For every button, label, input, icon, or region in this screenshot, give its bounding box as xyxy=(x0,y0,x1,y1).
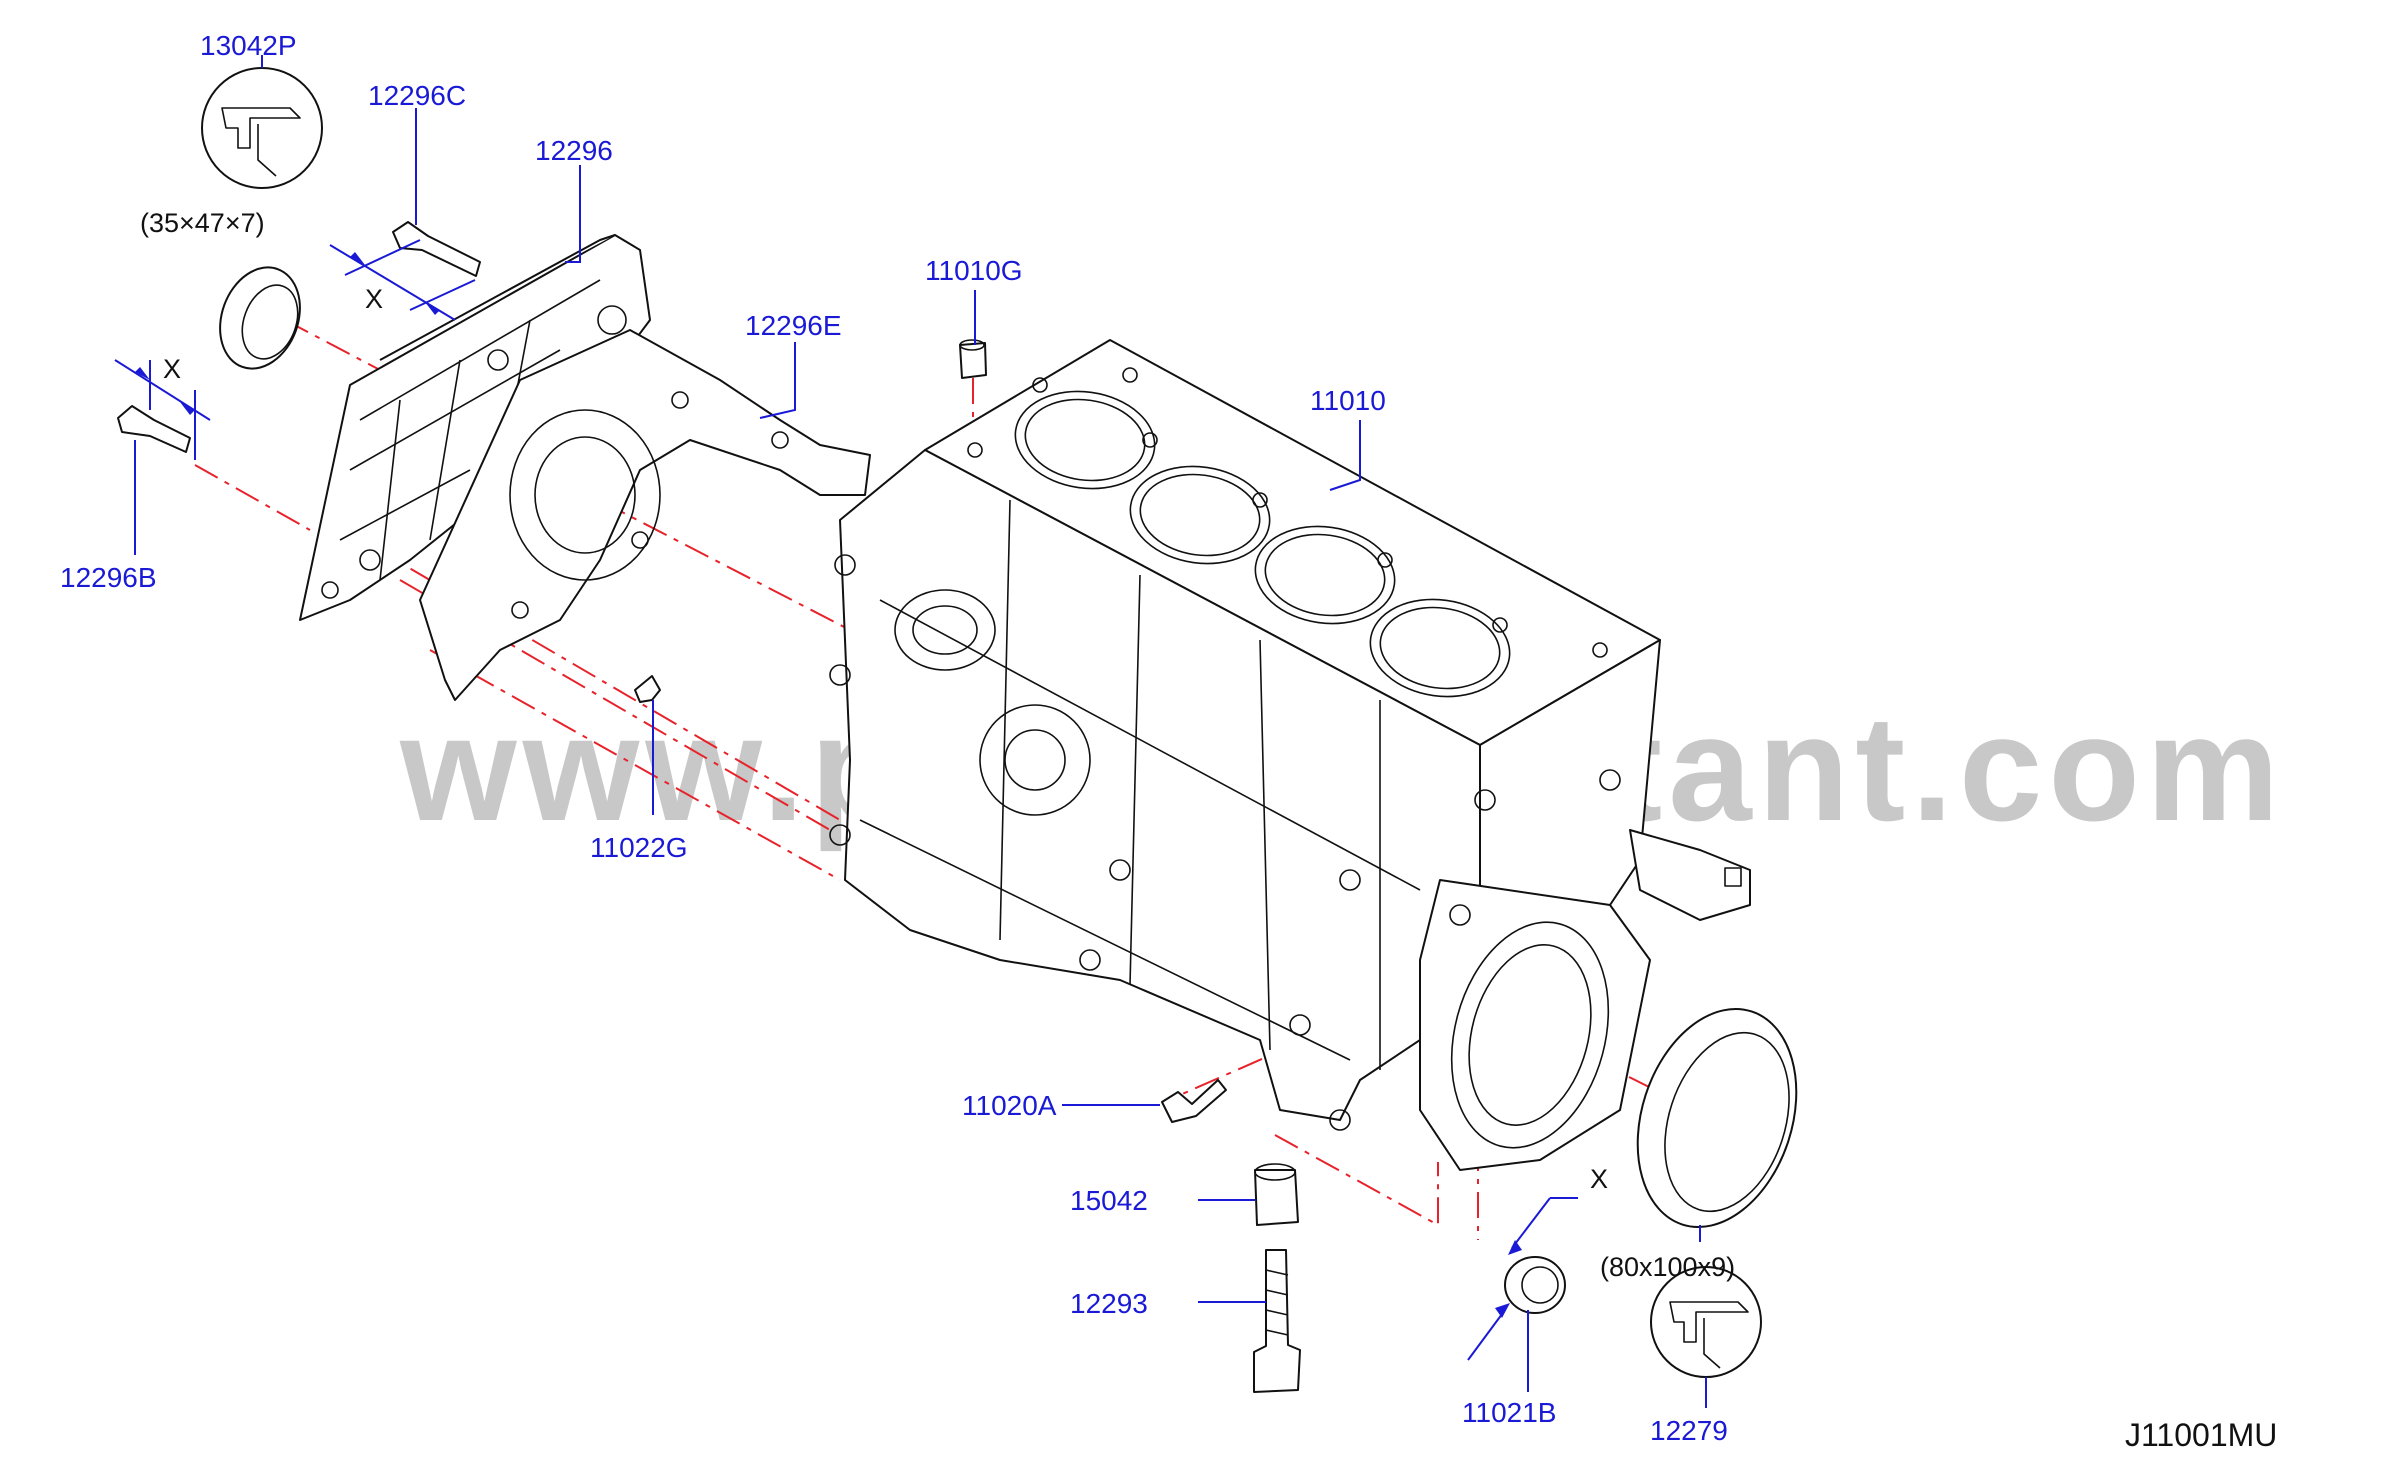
label-11020A: 11020A xyxy=(962,1090,1057,1121)
label-12279: 12279 xyxy=(1650,1415,1728,1446)
label-12296B: 12296B xyxy=(60,562,157,593)
label-11022G: 11022G xyxy=(590,832,688,863)
label-11010G: 11010G xyxy=(925,255,1023,286)
label-11010: 11010 xyxy=(1310,385,1386,416)
seal-11021B-drawing xyxy=(1504,1256,1566,1314)
leader-lines xyxy=(134,55,1707,1408)
label-12296E: 12296E xyxy=(745,310,842,341)
dowel-11022G-drawing xyxy=(634,675,661,703)
label-12296C: 12296C xyxy=(368,80,466,111)
label-x-lower: X xyxy=(1590,1164,1608,1194)
label-13042P: 13042P xyxy=(200,30,297,61)
label-12293: 12293 xyxy=(1070,1288,1148,1319)
label-x-upper-left: X xyxy=(163,354,181,384)
label-11021B: 11021B xyxy=(1462,1397,1556,1428)
cylinder-block-drawing xyxy=(829,339,1751,1171)
bolt-12296C-drawing xyxy=(392,221,481,277)
label-15042: 15042 xyxy=(1070,1185,1148,1216)
dowel-11010G-drawing xyxy=(959,339,987,379)
label-rear-seal-size: (80x100x9) xyxy=(1600,1252,1735,1282)
oil-seal-rear-drawing xyxy=(1636,1007,1798,1229)
seal-detail-13042P xyxy=(201,67,323,189)
bolt-12293-drawing xyxy=(1253,1249,1301,1393)
label-front-seal-size: (35×47×7) xyxy=(140,208,265,238)
diagram-code: J11001MU xyxy=(2125,1417,2277,1453)
seal-detail-12279 xyxy=(1650,1266,1762,1378)
gasket-drawing xyxy=(419,329,871,701)
oil-seal-front-drawing xyxy=(219,266,301,370)
label-12296: 12296 xyxy=(535,135,613,166)
x-markers xyxy=(114,239,1578,1361)
bolt-12296B-drawing xyxy=(117,405,191,453)
plug-15042-drawing xyxy=(1254,1163,1299,1226)
label-x-upper: X xyxy=(365,284,383,314)
bolt-11020A-drawing xyxy=(1161,1079,1227,1123)
